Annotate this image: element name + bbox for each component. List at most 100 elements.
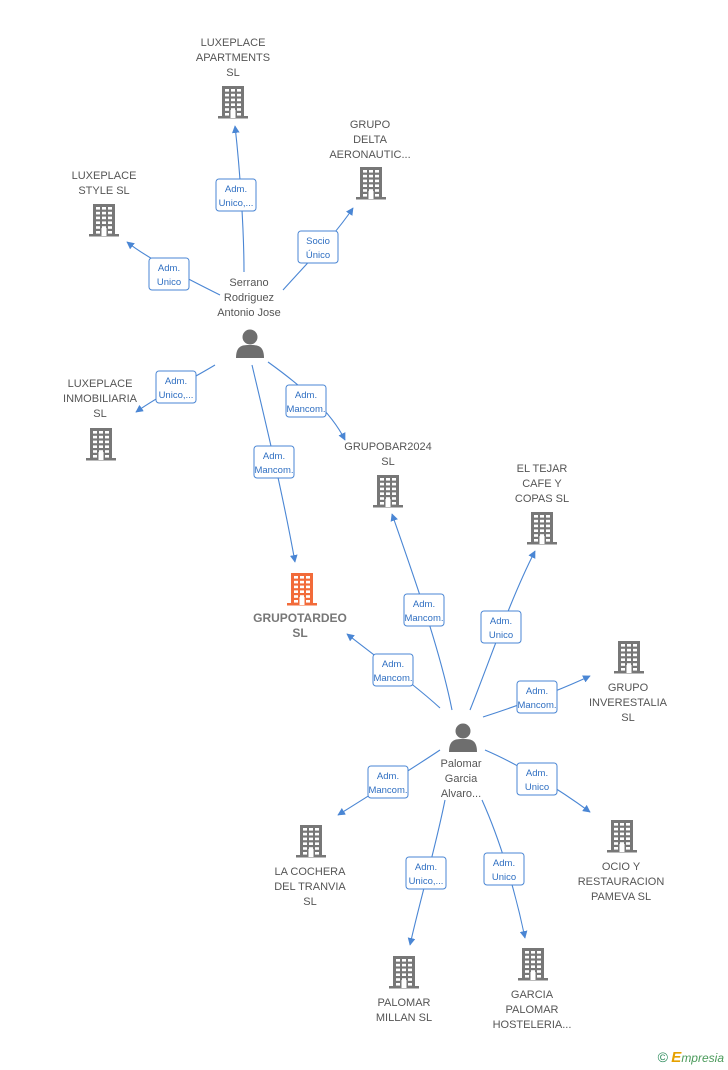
node-label: SL (226, 67, 239, 79)
edge-label-text: Adm. (165, 376, 187, 387)
building-icon (373, 475, 403, 508)
edge-label-text: Unico (157, 277, 181, 288)
node-label: LUXEPLACE (72, 170, 137, 182)
edge-label-text: Mancom. (286, 404, 325, 415)
node-label: MILLAN SL (376, 1012, 432, 1024)
edge-label-text: Unico (489, 630, 513, 641)
building-icon (389, 956, 419, 989)
node-label: CAFE Y (522, 478, 562, 490)
edge-label-box (403, 593, 445, 627)
edge-label[interactable]: Adm. Unico,... (215, 178, 257, 212)
edge-label[interactable]: Adm.Unico,... (405, 856, 447, 890)
person-icon (236, 329, 264, 358)
edge-label-text: Adm. (490, 616, 512, 627)
node-label: SL (621, 712, 634, 724)
edge-label-text: Adm. (413, 599, 435, 610)
edge-label[interactable]: Adm. Unico (148, 257, 190, 291)
node-grupo_delta[interactable]: GRUPODELTAAERONAUTIC... (329, 119, 411, 200)
edge-label-text: Adm. (295, 390, 317, 401)
node-label: RESTAURACION (578, 876, 665, 888)
node-label: OCIO Y (602, 861, 641, 873)
node-label: GARCIA (511, 989, 554, 1001)
node-label: Serrano (229, 277, 268, 289)
node-label: SL (292, 626, 307, 640)
edge-label[interactable]: Adm.Mancom. (367, 765, 409, 799)
building-icon (518, 948, 548, 981)
edge-label-box (367, 765, 409, 799)
edge-label-text: Adm. (493, 858, 515, 869)
edge-label-text: Adm. (377, 771, 399, 782)
building-icon (356, 167, 386, 200)
node-luxe_style[interactable]: LUXEPLACE STYLE SL (72, 170, 137, 237)
node-palomar[interactable]: PalomarGarciaAlvaro... (441, 723, 482, 801)
node-label: DELTA (353, 134, 387, 146)
node-label: Alvaro... (441, 788, 481, 800)
node-label: STYLE SL (78, 185, 129, 197)
brand-name: mpresia (681, 1051, 724, 1065)
building-icon (296, 825, 326, 858)
edge-label-text: Adm. (225, 184, 247, 195)
edge-label-text: Adm. (382, 659, 404, 670)
node-label: AERONAUTIC... (329, 149, 410, 161)
edge-label-text: Unico,... (219, 198, 254, 209)
edge-label-box (253, 445, 295, 479)
edge-label-box (405, 856, 447, 890)
node-label: Antonio Jose (217, 307, 281, 319)
edge-label-text: Mancom. (517, 700, 556, 711)
node-label: DEL TRANVIA (274, 881, 346, 893)
edge-label-text: Unico (525, 782, 549, 793)
node-label: GRUPOBAR2024 (344, 441, 431, 453)
edge-label[interactable]: Adm. Mancom. (285, 384, 327, 418)
edge-label[interactable]: Adm.Unico (516, 762, 558, 796)
building-icon (287, 573, 317, 606)
node-luxe_apart[interactable]: LUXEPLACE APARTMENTS SL (196, 37, 270, 119)
edge-labels-layer: Adm.Unico,...SocioÚnicoAdm.UnicoAdm.Unic… (148, 178, 558, 890)
brand-initial: E (671, 1049, 682, 1066)
edge-label-box (480, 610, 522, 644)
edge-label-text: Socio (306, 236, 330, 247)
edge-label[interactable]: Adm.Mancom. (253, 445, 295, 479)
edge-label-text: Adm. (415, 862, 437, 873)
building-icon (89, 204, 119, 237)
edge-label-box (516, 762, 558, 796)
edge-label-box (155, 370, 197, 404)
building-icon (86, 428, 116, 461)
edge-label-text: Único (306, 250, 330, 261)
edge-label[interactable]: Adm. Unico (480, 610, 522, 644)
node-label: APARTMENTS (196, 52, 270, 64)
node-label: SL (303, 896, 316, 908)
node-label: Garcia (445, 773, 478, 785)
node-label: SL (381, 456, 394, 468)
edge-label[interactable]: Adm.Unico (483, 852, 525, 886)
building-icon (614, 641, 644, 674)
edge-label[interactable]: Adm.Mancom. (372, 653, 414, 687)
node-label: LA COCHERA (275, 866, 347, 878)
edge-label[interactable]: Adm. Unico,... (155, 370, 197, 404)
node-label: EL TEJAR (517, 463, 568, 475)
node-garcia_palomar[interactable]: GARCIAPALOMARHOSTELERIA... (493, 948, 572, 1031)
edge-label-text: Mancom. (254, 465, 293, 476)
node-label: Palomar (441, 758, 482, 770)
node-label: INMOBILIARIA (63, 393, 138, 405)
copyright-icon: © (657, 1049, 668, 1065)
edge-label-text: Adm. (158, 263, 180, 274)
edge-label-box (372, 653, 414, 687)
footer-brand[interactable]: © Empresia (658, 1049, 724, 1066)
edge-label-text: Adm. (526, 686, 548, 697)
edge-label-text: Unico,... (159, 390, 194, 401)
node-cochera[interactable]: LA COCHERA DEL TRANVIA SL (274, 825, 346, 908)
edge-label[interactable]: Adm. Mancom. (516, 680, 558, 714)
edge-label[interactable]: Adm.Mancom. (403, 593, 445, 627)
node-label: PAMEVA SL (591, 891, 651, 903)
node-label: LUXEPLACE (201, 37, 266, 49)
node-ocio[interactable]: OCIO Y RESTAURACION PAMEVA SL (578, 820, 665, 903)
